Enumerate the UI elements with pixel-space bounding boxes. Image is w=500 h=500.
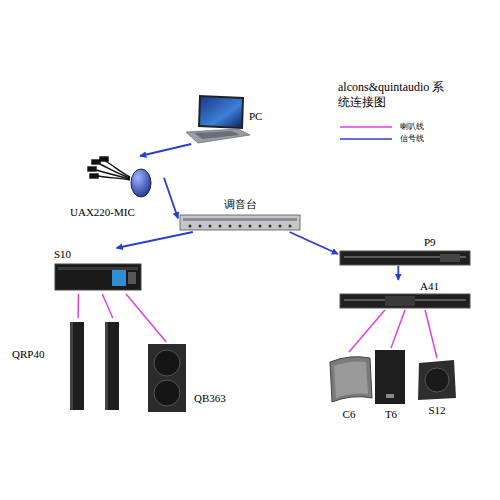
device-node: C6: [326, 352, 372, 422]
legend-text: 信号线: [400, 134, 424, 144]
column-speaker-icon: [70, 322, 119, 410]
amplifier-icon: [340, 294, 470, 308]
device-label: T6: [385, 408, 397, 421]
speaker-wire: [77, 294, 79, 318]
speaker-wire: [102, 294, 113, 318]
speaker-wire: [349, 310, 385, 352]
signal-arrow: [117, 232, 193, 248]
speaker-icon: [330, 357, 372, 402]
device-label: A41: [420, 280, 439, 293]
device-node: UAX220-MIC: [68, 156, 164, 218]
speaker-wire: [126, 294, 166, 342]
speaker-wire: [391, 310, 405, 348]
device-node: QB363: [146, 342, 238, 414]
processor-icon: [340, 251, 470, 265]
speaker-wire: [425, 310, 437, 358]
speaker-icon: [375, 350, 405, 404]
device-node: S10: [50, 248, 145, 294]
diagram-title: alcons&quintaudio 系统连接图: [338, 80, 450, 110]
legend-line: [340, 126, 392, 128]
device-label: P9: [424, 236, 436, 249]
legend-line: [340, 138, 392, 140]
device-label: C6: [343, 408, 356, 421]
laptop-icon: [186, 95, 250, 143]
device-node: 调音台: [178, 198, 302, 232]
device-label: S12: [428, 404, 445, 417]
amplifier-icon: [55, 264, 141, 290]
legend-text: 喇叭线: [400, 122, 424, 132]
signal-arrow: [290, 232, 338, 254]
device-label: S10: [54, 248, 71, 261]
signal-arrow: [140, 144, 191, 156]
subwoofer-icon: [148, 344, 186, 412]
usb-interface-icon: [88, 157, 151, 197]
signal-arrow: [164, 178, 178, 219]
device-node: S12: [414, 358, 460, 420]
device-node: P9: [338, 236, 472, 266]
signal-arrow: [397, 266, 399, 280]
mixer-icon: [180, 215, 300, 230]
device-label: UAX220-MIC: [70, 206, 135, 219]
device-node: A41: [338, 280, 472, 310]
device-label: PC: [249, 110, 262, 123]
device-label: QB363: [194, 392, 226, 405]
device-node: QRP40: [12, 318, 124, 413]
device-label: QRP40: [12, 348, 44, 361]
speaker-icon: [418, 360, 456, 400]
device-label: 调音台: [224, 198, 257, 211]
device-node: T6: [373, 348, 409, 422]
device-node: PC: [183, 92, 265, 144]
